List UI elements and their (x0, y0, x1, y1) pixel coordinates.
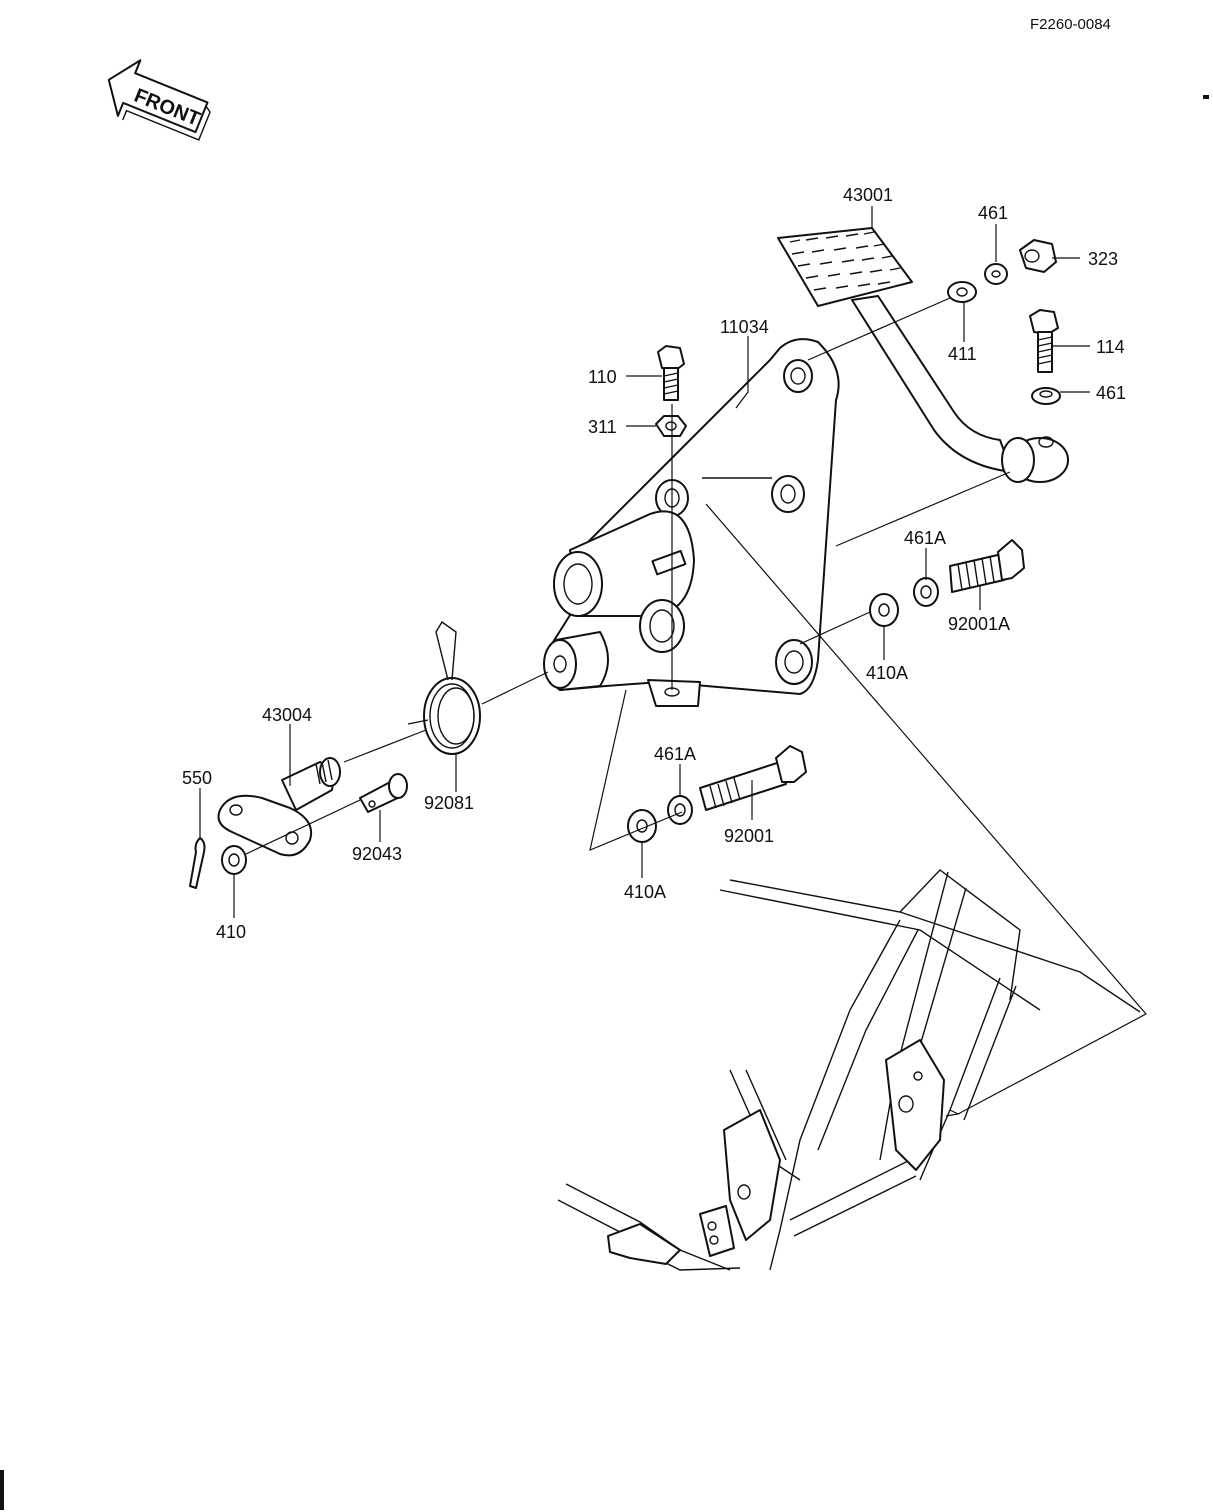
label-92081: 92081 (424, 793, 474, 813)
washer-410A-lower (627, 809, 657, 843)
bolt-92001 (699, 745, 807, 811)
label-114: 114 (1096, 337, 1125, 357)
label-92001A: 92001A (948, 614, 1010, 634)
cotter-pin-550 (189, 837, 206, 889)
front-arrow-icon: FRONT (107, 59, 211, 141)
nut-323 (1019, 239, 1057, 273)
label-92001: 92001 (724, 826, 774, 846)
footpeg-bracket-11034 (543, 338, 840, 707)
brake-pedal-arm (777, 227, 1069, 483)
scan-mark (1203, 95, 1209, 99)
washer-410A-upper (869, 593, 899, 627)
lock-washer-461-top (984, 263, 1008, 285)
label-410A-upper: 410A (866, 663, 908, 683)
return-spring-92081 (407, 620, 481, 755)
label-11034: 11034 (720, 317, 769, 337)
washer-461-right (1031, 387, 1061, 405)
label-323: 323 (1088, 249, 1118, 269)
washer-411 (947, 281, 977, 303)
scan-mark-left (0, 1470, 4, 1510)
label-461A-upper: 461A (904, 528, 946, 548)
lock-washer-461A-lower (667, 795, 693, 825)
label-43001: 43001 (843, 185, 893, 205)
part-labels: 43001 461 323 411 114 461 11034 110 311 … (182, 185, 1126, 942)
label-410: 410 (216, 922, 246, 942)
label-411: 411 (948, 344, 977, 364)
assembly-lines (245, 297, 1147, 1117)
washer-410 (221, 845, 247, 875)
label-311: 311 (588, 417, 617, 437)
label-leaders (199, 206, 1090, 918)
diagram-ref-code: F2260-0084 (1030, 16, 1111, 33)
label-410A-lower: 410A (624, 882, 666, 902)
label-461-top: 461 (978, 203, 1008, 223)
bolt-110 (657, 345, 685, 401)
bolt-92001A (949, 539, 1025, 593)
label-550: 550 (182, 768, 212, 788)
label-92043: 92043 (352, 844, 402, 864)
bolt-114 (1029, 309, 1059, 373)
label-461A-lower: 461A (654, 744, 696, 764)
label-461-right: 461 (1096, 383, 1126, 403)
label-110: 110 (588, 367, 617, 387)
clevis-pin-92043 (359, 773, 408, 813)
lock-washer-461A-upper (913, 577, 939, 607)
nut-311 (655, 415, 687, 437)
brake-shaft-43004 (217, 757, 341, 857)
motorcycle-frame (557, 869, 1141, 1271)
label-43004: 43004 (262, 705, 312, 725)
